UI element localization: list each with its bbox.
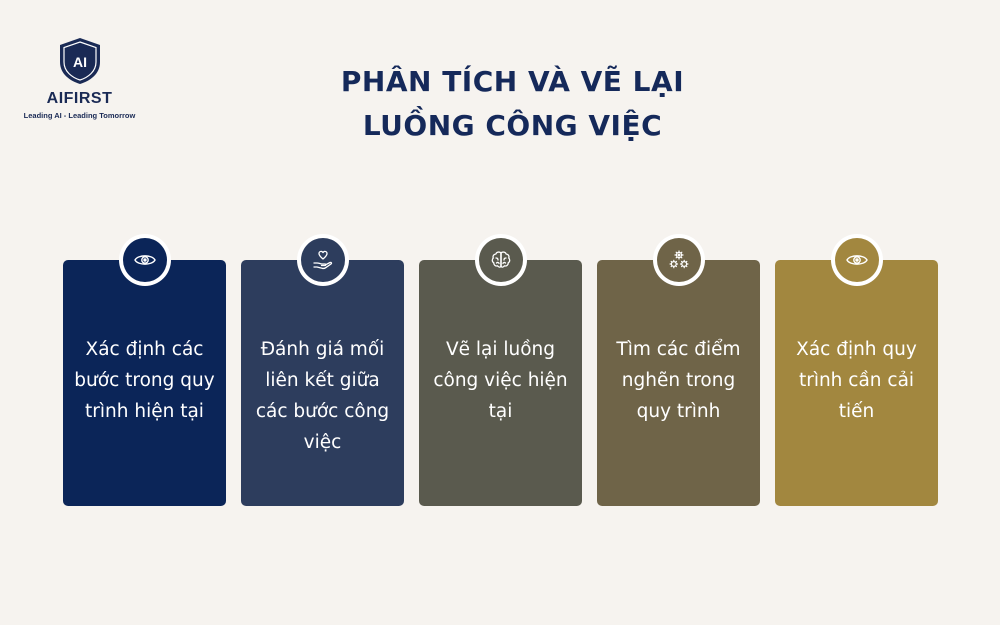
step-card-4-badge-inner: [657, 238, 701, 282]
brain-icon: [491, 251, 511, 268]
step-card-2-text: Đánh giá mối liên kết giữa các bước công…: [255, 339, 390, 453]
logo-name: AIFIRST: [46, 90, 113, 107]
heart-hand-icon: [313, 250, 333, 270]
page-title-line-2: LUỒNG CÔNG VIỆC: [362, 109, 663, 142]
step-card-4-text: Tìm các điểm nghẽn trong quy trình: [616, 339, 741, 422]
step-card-1: Xác định các bước trong quy trình hiện t…: [63, 260, 226, 506]
step-card-1-text: Xác định các bước trong quy trình hiện t…: [74, 339, 215, 422]
step-card-2-badge-inner: [301, 238, 345, 282]
page-title: PHÂN TÍCH VÀ VẼ LẠI LUỒNG CÔNG VIỆC: [250, 60, 775, 148]
step-card-3-badge-inner: [479, 238, 523, 282]
step-card-2: Đánh giá mối liên kết giữa các bước công…: [241, 260, 404, 506]
step-card-5-badge: [831, 234, 883, 286]
step-card-1-badge: [119, 234, 171, 286]
step-card-4: Tìm các điểm nghẽn trong quy trình: [597, 260, 760, 506]
step-card-3-text: Vẽ lại luồng công việc hiện tại: [433, 339, 568, 422]
step-card-1-badge-inner: [123, 238, 167, 282]
gears-icon: [669, 250, 689, 269]
logo-shield-icon: AI: [59, 38, 100, 84]
eye-icon: [134, 255, 156, 265]
logo: AI AIFIRST Leading AI - Leading Tomorrow: [22, 36, 137, 120]
step-card-4-badge: [653, 234, 705, 286]
eye-icon: [846, 255, 868, 265]
step-card-5: Xác định quy trình cần cải tiến: [775, 260, 938, 506]
step-card-5-badge-inner: [835, 238, 879, 282]
step-card-5-text: Xác định quy trình cần cải tiến: [796, 339, 917, 422]
step-card-3-badge: [475, 234, 527, 286]
page-title-line-1: PHÂN TÍCH VÀ VẼ LẠI: [340, 65, 685, 98]
step-card-2-badge: [297, 234, 349, 286]
logo-tagline: Leading AI - Leading Tomorrow: [23, 111, 136, 120]
logo-mark-text: AI: [73, 54, 87, 70]
step-card-3: Vẽ lại luồng công việc hiện tại: [419, 260, 582, 506]
